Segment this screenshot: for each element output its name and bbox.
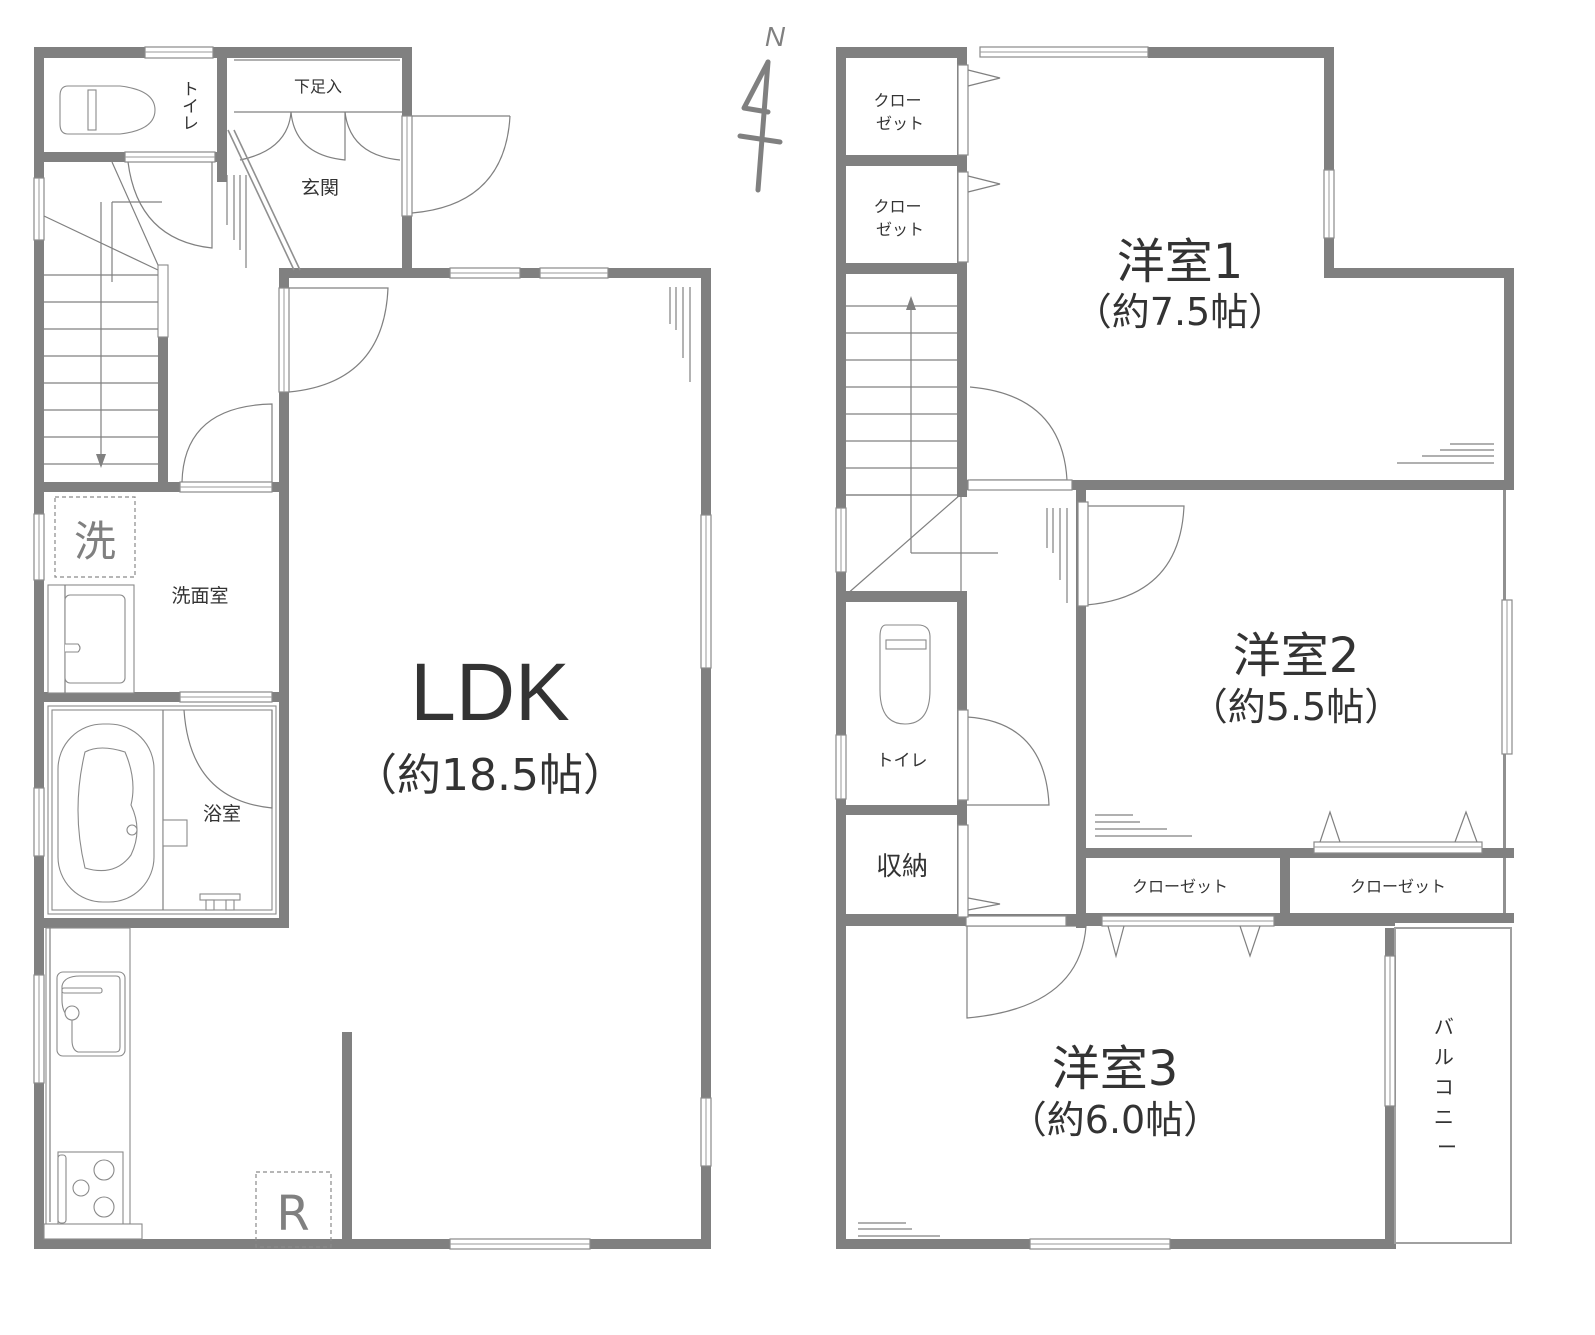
wall: [34, 1239, 711, 1249]
door-frame: [957, 709, 969, 801]
room-label-entrance: 玄関: [301, 177, 339, 199]
room-label-closet-c: クローゼット: [1132, 877, 1228, 896]
room-label-bathroom: 浴室: [203, 803, 241, 825]
room-label-closet-a: クロー ゼット: [873, 91, 926, 133]
wall: [1076, 480, 1086, 928]
door-frame: [1077, 501, 1089, 607]
faucet-icon: [199, 893, 241, 911]
wall: [836, 47, 964, 58]
toilet-1f-vertical-label: トイレ: [178, 80, 198, 131]
staircase: [44, 202, 158, 468]
room-label-closet-d: クローゼット: [1350, 877, 1446, 896]
wall: [836, 155, 964, 166]
wall: [158, 332, 168, 492]
staircase: [845, 296, 998, 596]
hatch-lines: [669, 287, 691, 382]
hall-door-swing-icon: [127, 161, 213, 249]
wall: [836, 591, 964, 602]
step-edge: [227, 129, 295, 271]
wall: [836, 47, 846, 1249]
room-area-ldk: （約18.5帖）: [353, 750, 627, 801]
room-label-shoe-cabinet: 下足入: [294, 77, 342, 96]
wall: [1504, 268, 1514, 490]
compass-label: N: [765, 21, 786, 52]
stove-icon: [57, 1151, 124, 1226]
wall: [34, 692, 289, 702]
hatch-lines: [226, 175, 247, 268]
folding-door-icon: [1101, 810, 1483, 959]
door-frame: [965, 915, 1067, 927]
wall: [701, 268, 711, 1249]
room-label-balcony: バ ル コ ニ ー: [1434, 1015, 1460, 1159]
wall: [1076, 913, 1514, 923]
wall: [342, 1032, 352, 1249]
floor1: 洗 洗面室 浴室: [33, 46, 712, 1250]
wall: [1148, 47, 1334, 58]
room-label-ldk: LDK: [410, 647, 570, 738]
toilet-fixture-icon: [59, 85, 156, 135]
folding-door-icon: [957, 64, 1001, 263]
wall: [34, 47, 44, 1249]
toilet-fixture-icon: [879, 624, 931, 725]
room-label-toilet-2f: トイレ: [877, 751, 928, 771]
toilet-door-swing-icon: [966, 716, 1050, 806]
wall: [836, 805, 964, 815]
room-area-western3: （約6.0帖）: [1009, 1098, 1221, 1142]
bathtub-icon: [57, 723, 155, 903]
western1-door-swing-icon: [969, 386, 1068, 481]
western2-door-swing-icon: [1085, 505, 1185, 606]
north-compass-icon: N: [737, 21, 786, 193]
wall: [34, 482, 289, 492]
western3-door-swing-icon: [966, 925, 1087, 1019]
fridge-space: [255, 1171, 332, 1248]
ldk-door-swing-icon: [288, 287, 389, 393]
laundry-mark: 洗: [74, 517, 116, 566]
stair-newel: [157, 264, 169, 338]
window: [33, 46, 712, 1250]
stair-up-arrow-icon: [906, 296, 916, 310]
stair-winder-line: [111, 161, 159, 266]
folding-door-icon: [957, 824, 1001, 918]
floor2: クロー ゼット クロー ゼット 洋室1 （約7.5帖） 洋室2 （約5.5帖） …: [835, 46, 1514, 1250]
window: [835, 46, 1513, 1250]
cabinet-door-swing-icon: [239, 111, 401, 161]
washroom-door-swing-icon: [181, 403, 273, 483]
wall: [279, 268, 289, 928]
bath-shelf: [162, 819, 188, 847]
step-edge: [233, 129, 301, 271]
bathroom-door-swing-icon: [183, 709, 273, 809]
wall: [34, 918, 289, 928]
hatch-lines: [858, 443, 1494, 1237]
fridge-mark: R: [276, 1186, 309, 1242]
room-label-closet-b: クロー ゼット: [873, 197, 926, 239]
wall: [217, 47, 227, 182]
vanity-sink-icon: [47, 584, 135, 694]
room-label-western3: 洋室3: [1052, 1041, 1179, 1097]
stair-down-arrow-icon: [96, 454, 106, 468]
room-label-storage: 収納: [876, 852, 928, 882]
room-label-western2: 洋室2: [1233, 628, 1360, 684]
wall: [1076, 848, 1514, 858]
room-label-western1: 洋室1: [1117, 234, 1244, 290]
entrance-door-swing-icon: [411, 115, 511, 214]
wall: [1324, 47, 1334, 277]
washing-machine-space: [54, 496, 136, 578]
room-label-washroom: 洗面室: [171, 585, 228, 607]
room-area-western1: （約7.5帖）: [1074, 290, 1286, 334]
wall: [1324, 268, 1514, 278]
wall: [1280, 848, 1290, 923]
counter-end: [43, 1223, 143, 1240]
room-area-western2: （約5.5帖）: [1190, 685, 1402, 729]
door-frame: [967, 479, 1073, 491]
wall: [957, 480, 1514, 490]
kitchen-sink-icon: [56, 971, 126, 1057]
wall: [836, 263, 964, 274]
